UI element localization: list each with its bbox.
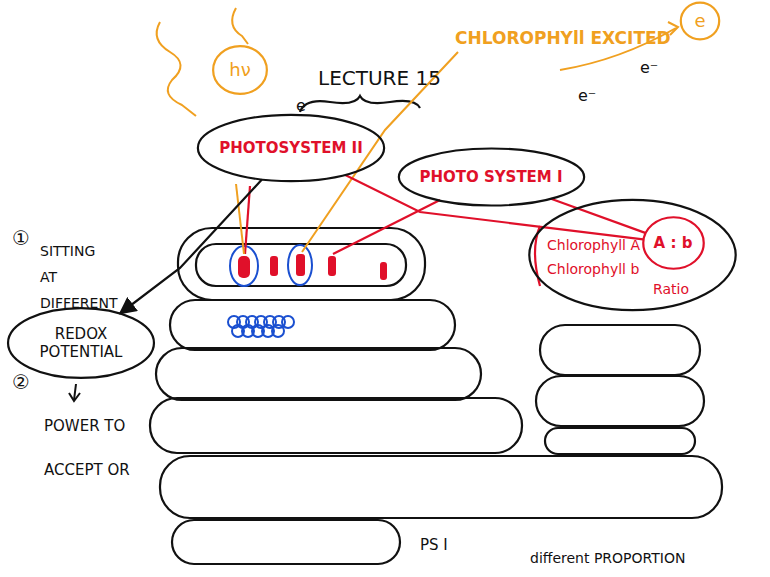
connector-line [120,180,262,314]
node-text: Chlorophyll b [547,261,639,277]
text-wrap: PHOTO SYSTEM I [395,146,588,208]
outline-ellipse [398,148,583,205]
node-text: hν [229,59,250,81]
node-text: REDOX POTENTIAL [26,325,136,361]
node-text: A : b [654,234,693,252]
outline-ellipse [529,200,735,310]
outline-ellipse [198,115,384,181]
node-text: PHOTOSYSTEM II [219,139,363,157]
text-wrap: PHOTOSYSTEM II [194,112,388,184]
light-circle: hν [212,44,268,96]
outline-ellipse [213,46,267,94]
note-text: SITTING AT DIFFERENT [40,238,136,316]
electron-circle: e [680,1,720,41]
callout-number: ① [12,226,30,250]
electron-symbol: e [296,96,306,115]
annotation-text: PS I [420,536,448,554]
node-text: PHOTO SYSTEM I [419,168,562,186]
text-wrap: REDOX POTENTIAL [5,305,157,381]
photosystem-ellipse: PHOTOSYSTEM II [194,112,388,184]
outline-shape [525,195,740,315]
outline-ellipse [681,3,719,40]
outline-ellipse [643,217,703,269]
note-text: POWER TO ACCEPT OR [44,404,140,492]
lecture-title: LECTURE 15 [318,66,441,90]
annotation-text: CHLOROPHYll EXCITED [455,28,671,48]
text-wrap: A : b [642,215,705,271]
node-text: Ratio [653,281,689,297]
node-text: Chlorophyll A [547,237,640,253]
text-wrap: e [680,1,720,41]
ratio-circle: A : b [642,215,705,271]
electron-symbol: e⁻ [640,58,658,77]
node-text: e [694,10,705,32]
photosystem-ellipse: PHOTO SYSTEM I [395,146,588,208]
redox-ellipse: REDOX POTENTIAL [5,305,157,381]
pigment-ellipse: Chlorophyll A Chlorophyll b Ratio A : b [525,195,740,315]
text-wrap: hν [212,44,268,96]
outline-ellipse [8,308,154,378]
annotation-text: different PROPORTION [530,550,685,567]
electron-symbol: e⁻ [578,86,596,105]
callout-number: ② [12,370,30,394]
